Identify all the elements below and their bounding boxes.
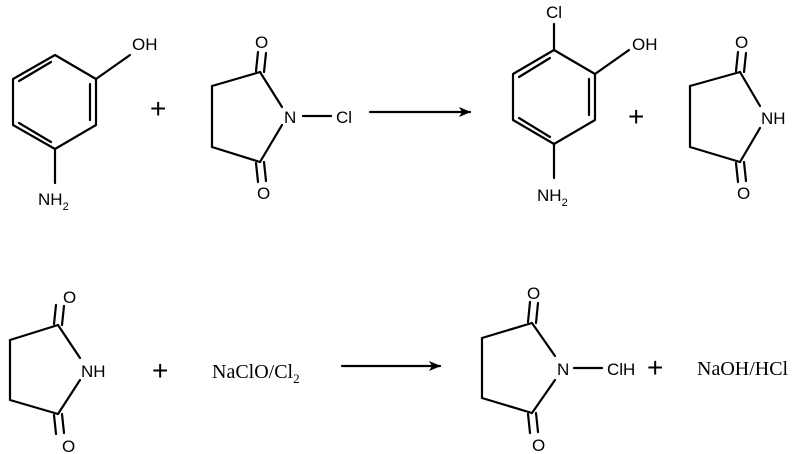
amine-group-label: NH2 (537, 186, 568, 209)
carbonyl-oxygen-bottom: O (62, 437, 75, 454)
imide-nitrogen: N (284, 108, 296, 127)
carbonyl-oxygen-bottom: O (532, 436, 545, 454)
chloro-aminophenol-molecule: Cl OH NH2 (511, 3, 658, 209)
chlorinating-reagent: NaClO/Cl2 (212, 361, 300, 386)
n-chlorosuccinimide-molecule: O N ClH O (480, 284, 635, 454)
imide-nh-group: NH (81, 362, 106, 381)
carbonyl-oxygen-top: O (63, 288, 76, 307)
imide-nitrogen: N (557, 360, 569, 379)
hydroxyl-label: OH (632, 35, 658, 54)
carbonyl-oxygen-top: O (255, 33, 268, 52)
n-chlorosuccinimide-molecule: O N Cl O (210, 33, 352, 203)
hydroxyl-label: OH (132, 35, 158, 54)
carbonyl-oxygen-bottom: O (257, 184, 270, 203)
plus-sign: + (152, 355, 168, 386)
plus-sign: + (628, 101, 644, 132)
succinimide-molecule: O NH O (688, 33, 786, 203)
byproduct-label: NaOH/HCl (697, 358, 789, 380)
chlorine-atom: ClH (607, 360, 635, 379)
plus-sign: + (150, 93, 166, 124)
succinimide-molecule: O NH O (8, 288, 106, 454)
plus-sign: + (647, 352, 663, 383)
carbonyl-oxygen-bottom: O (737, 184, 750, 203)
aminophenol-molecule: OH NH2 (11, 35, 158, 213)
amine-group-label: NH2 (38, 190, 69, 213)
imide-nh-group: NH (761, 109, 786, 128)
carbonyl-oxygen-top: O (735, 33, 748, 52)
chlorine-atom: Cl (336, 108, 352, 127)
carbonyl-oxygen-top: O (527, 284, 540, 303)
chlorine-atom: Cl (546, 3, 562, 22)
